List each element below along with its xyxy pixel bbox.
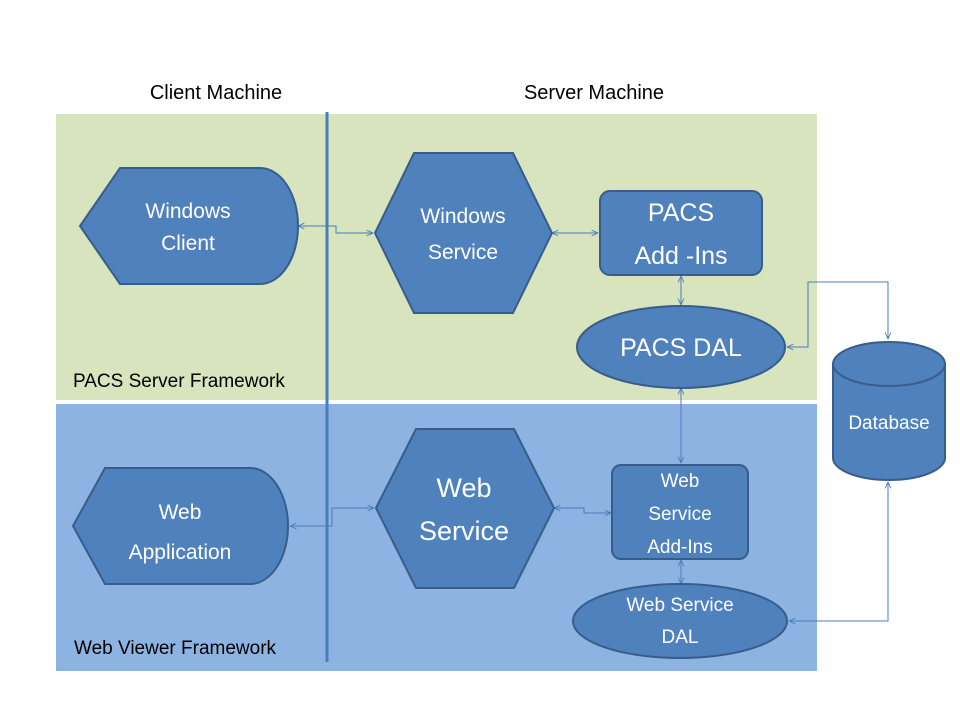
svg-text:Service: Service — [648, 504, 711, 525]
svg-text:Application: Application — [129, 541, 232, 564]
svg-text:Service: Service — [428, 241, 498, 264]
windows-client-node: Windows Client — [78, 167, 299, 285]
connector-web-service-web-addins — [554, 508, 611, 513]
svg-text:DAL: DAL — [662, 627, 699, 648]
web-service-addins-node: Web Service Add-Ins — [611, 464, 749, 560]
connector-web-dal-database — [789, 482, 888, 621]
connector-web-app-web-service — [290, 508, 374, 526]
pacs-addins-node: PACS Add -Ins — [599, 190, 763, 276]
svg-text:Windows: Windows — [145, 200, 230, 223]
web-application-node: Web Application — [71, 467, 289, 585]
pacs-server-framework-label: PACS Server Framework — [73, 371, 285, 392]
svg-text:Add-Ins: Add-Ins — [647, 537, 712, 558]
pacs-dal-node: PACS DAL — [576, 305, 786, 389]
database-node: Database — [832, 341, 946, 481]
svg-text:Web Service: Web Service — [626, 595, 733, 616]
svg-text:Service: Service — [419, 516, 509, 546]
web-service-node: Web Service — [374, 428, 556, 589]
svg-text:PACS DAL: PACS DAL — [620, 334, 742, 362]
svg-text:Database: Database — [848, 413, 929, 434]
connector-pacs-dal-database — [787, 281, 888, 347]
svg-text:Add -Ins: Add -Ins — [634, 242, 727, 270]
svg-text:Windows: Windows — [420, 205, 505, 228]
web-viewer-framework-label: Web Viewer Framework — [74, 638, 277, 659]
client-machine-header: Client Machine — [150, 82, 282, 104]
svg-text:Web: Web — [436, 473, 491, 503]
connector-windows-client-service — [298, 226, 373, 233]
windows-service-node: Windows Service — [373, 152, 554, 314]
svg-text:PACS: PACS — [648, 199, 714, 227]
svg-text:Client: Client — [161, 232, 215, 255]
web-service-dal-node: Web Service DAL — [572, 583, 788, 659]
svg-text:Web: Web — [661, 471, 700, 492]
server-machine-header: Server Machine — [524, 82, 664, 104]
svg-text:Web: Web — [159, 501, 202, 524]
